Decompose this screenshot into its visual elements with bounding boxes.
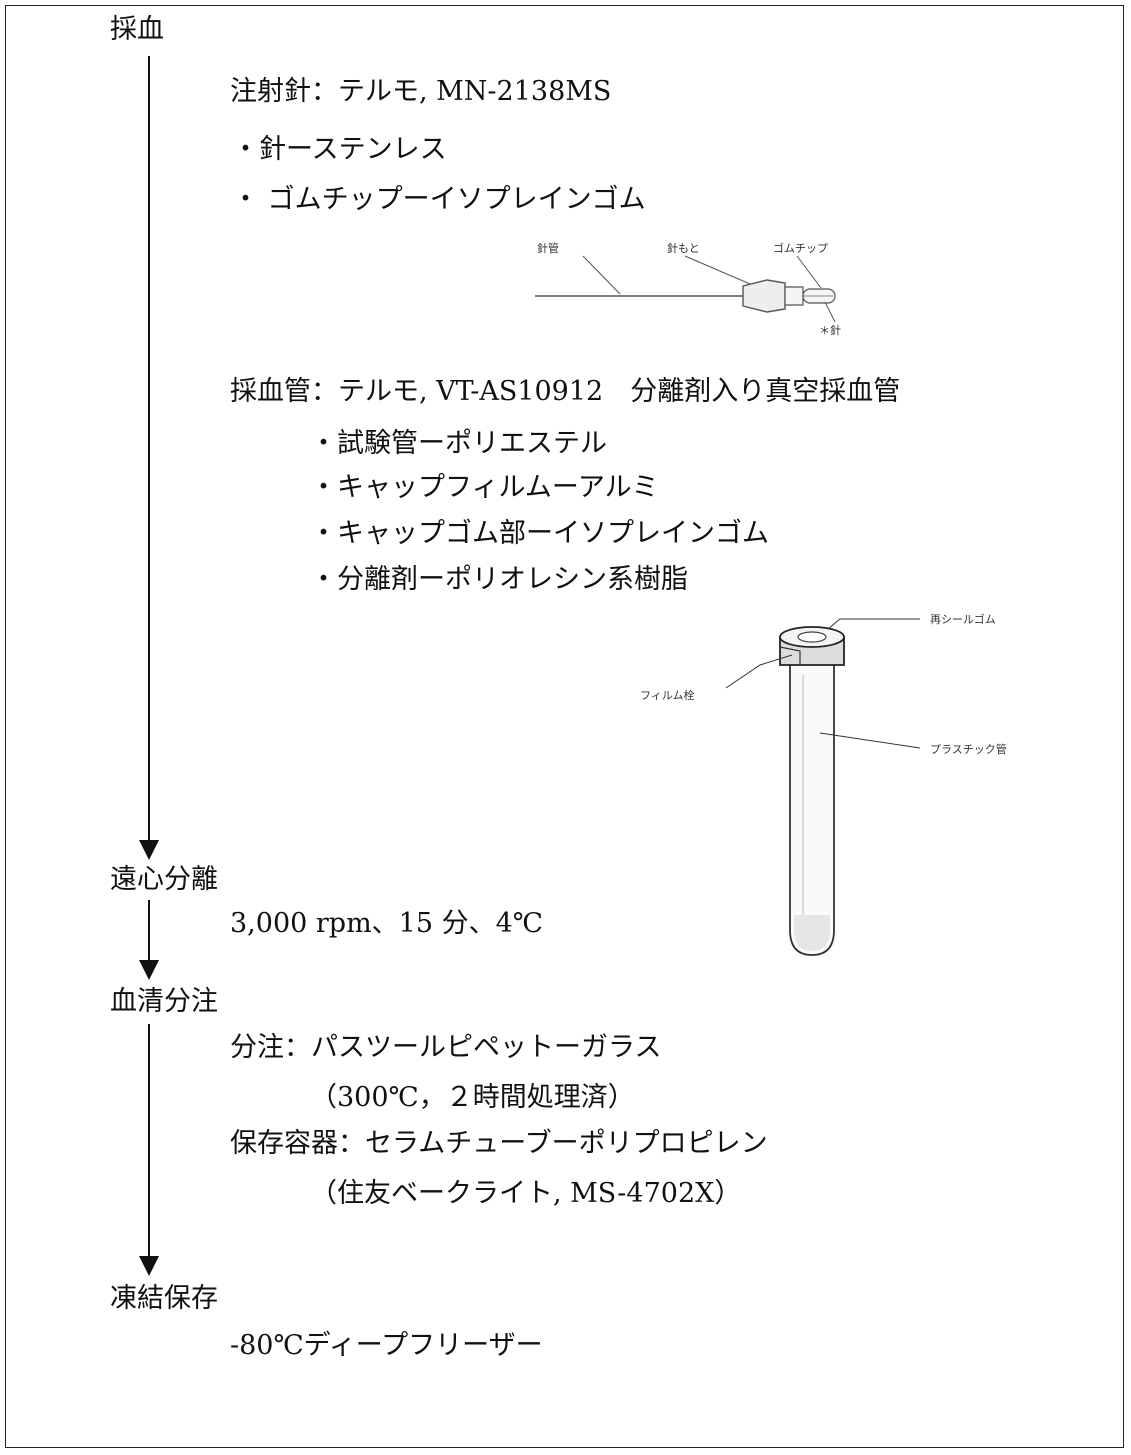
dispensing-container: 保存容器：セラムチューブーポリプロピレン: [230, 1128, 768, 1159]
tube-material-3: ・キャップゴム部ーイソプレインゴム: [310, 518, 769, 549]
label-plastic-tube: プラスチック管: [930, 742, 1007, 756]
flow-arrowhead-3: [139, 1256, 159, 1276]
needle-material-1: ・針ーステンレス: [232, 134, 447, 165]
freezer-condition: -80℃ディープフリーザー: [230, 1330, 543, 1361]
label-reseal-rubber: 再シールゴム: [930, 612, 996, 626]
tube-material-4: ・分離剤ーポリオレシン系樹脂: [310, 564, 688, 595]
flow-arrow-line-1: [148, 56, 150, 840]
needle-material-2: ・ ゴムチップーイソプレインゴム: [232, 184, 646, 215]
flow-arrowhead-1: [139, 840, 159, 860]
step-serum-dispensing: 血清分注: [110, 986, 218, 1017]
step-blood-collection: 採血: [110, 14, 164, 45]
dispensing-pipette-note: （300℃，２時間処理済）: [310, 1082, 635, 1113]
step-centrifugation: 遠心分離: [110, 864, 218, 895]
dispensing-container-note: （住友ベークライト, MS-4702X）: [310, 1178, 742, 1209]
needle-spec: 注射針：テルモ, MN-2138MS: [230, 76, 612, 107]
flowchart-frame: [5, 5, 1124, 1448]
centrifuge-conditions: 3,000 rpm、15 分、4℃: [230, 908, 543, 939]
label-film-stopper: フィルム栓: [640, 688, 695, 702]
needle-illustration: 針管 針もと ゴムチップ ＊針: [535, 241, 841, 337]
tube-spec: 採血管：テルモ, VT-AS10912 分離剤入り真空採血管: [230, 376, 901, 407]
dispensing-pipette: 分注：パスツールピペットーガラス: [230, 1032, 662, 1063]
label-needle-tube: 針管: [537, 241, 559, 255]
step-frozen-storage: 凍結保存: [110, 1283, 218, 1314]
flow-arrowhead-2: [139, 960, 159, 980]
flow-arrow-line-3: [148, 1024, 150, 1256]
vacuum-tube-illustration: 再シールゴム フィルム栓 プラスチック管: [640, 612, 1007, 956]
label-needle-hub: 針もと: [667, 241, 700, 255]
flow-arrow-line-2: [148, 900, 150, 960]
label-back-needle: ＊針: [819, 323, 841, 337]
label-rubber-tip: ゴムチップ: [773, 241, 828, 255]
tube-material-2: ・キャップフィルムーアルミ: [310, 472, 659, 503]
tube-material-1: ・試験管ーポリエステル: [310, 428, 607, 459]
